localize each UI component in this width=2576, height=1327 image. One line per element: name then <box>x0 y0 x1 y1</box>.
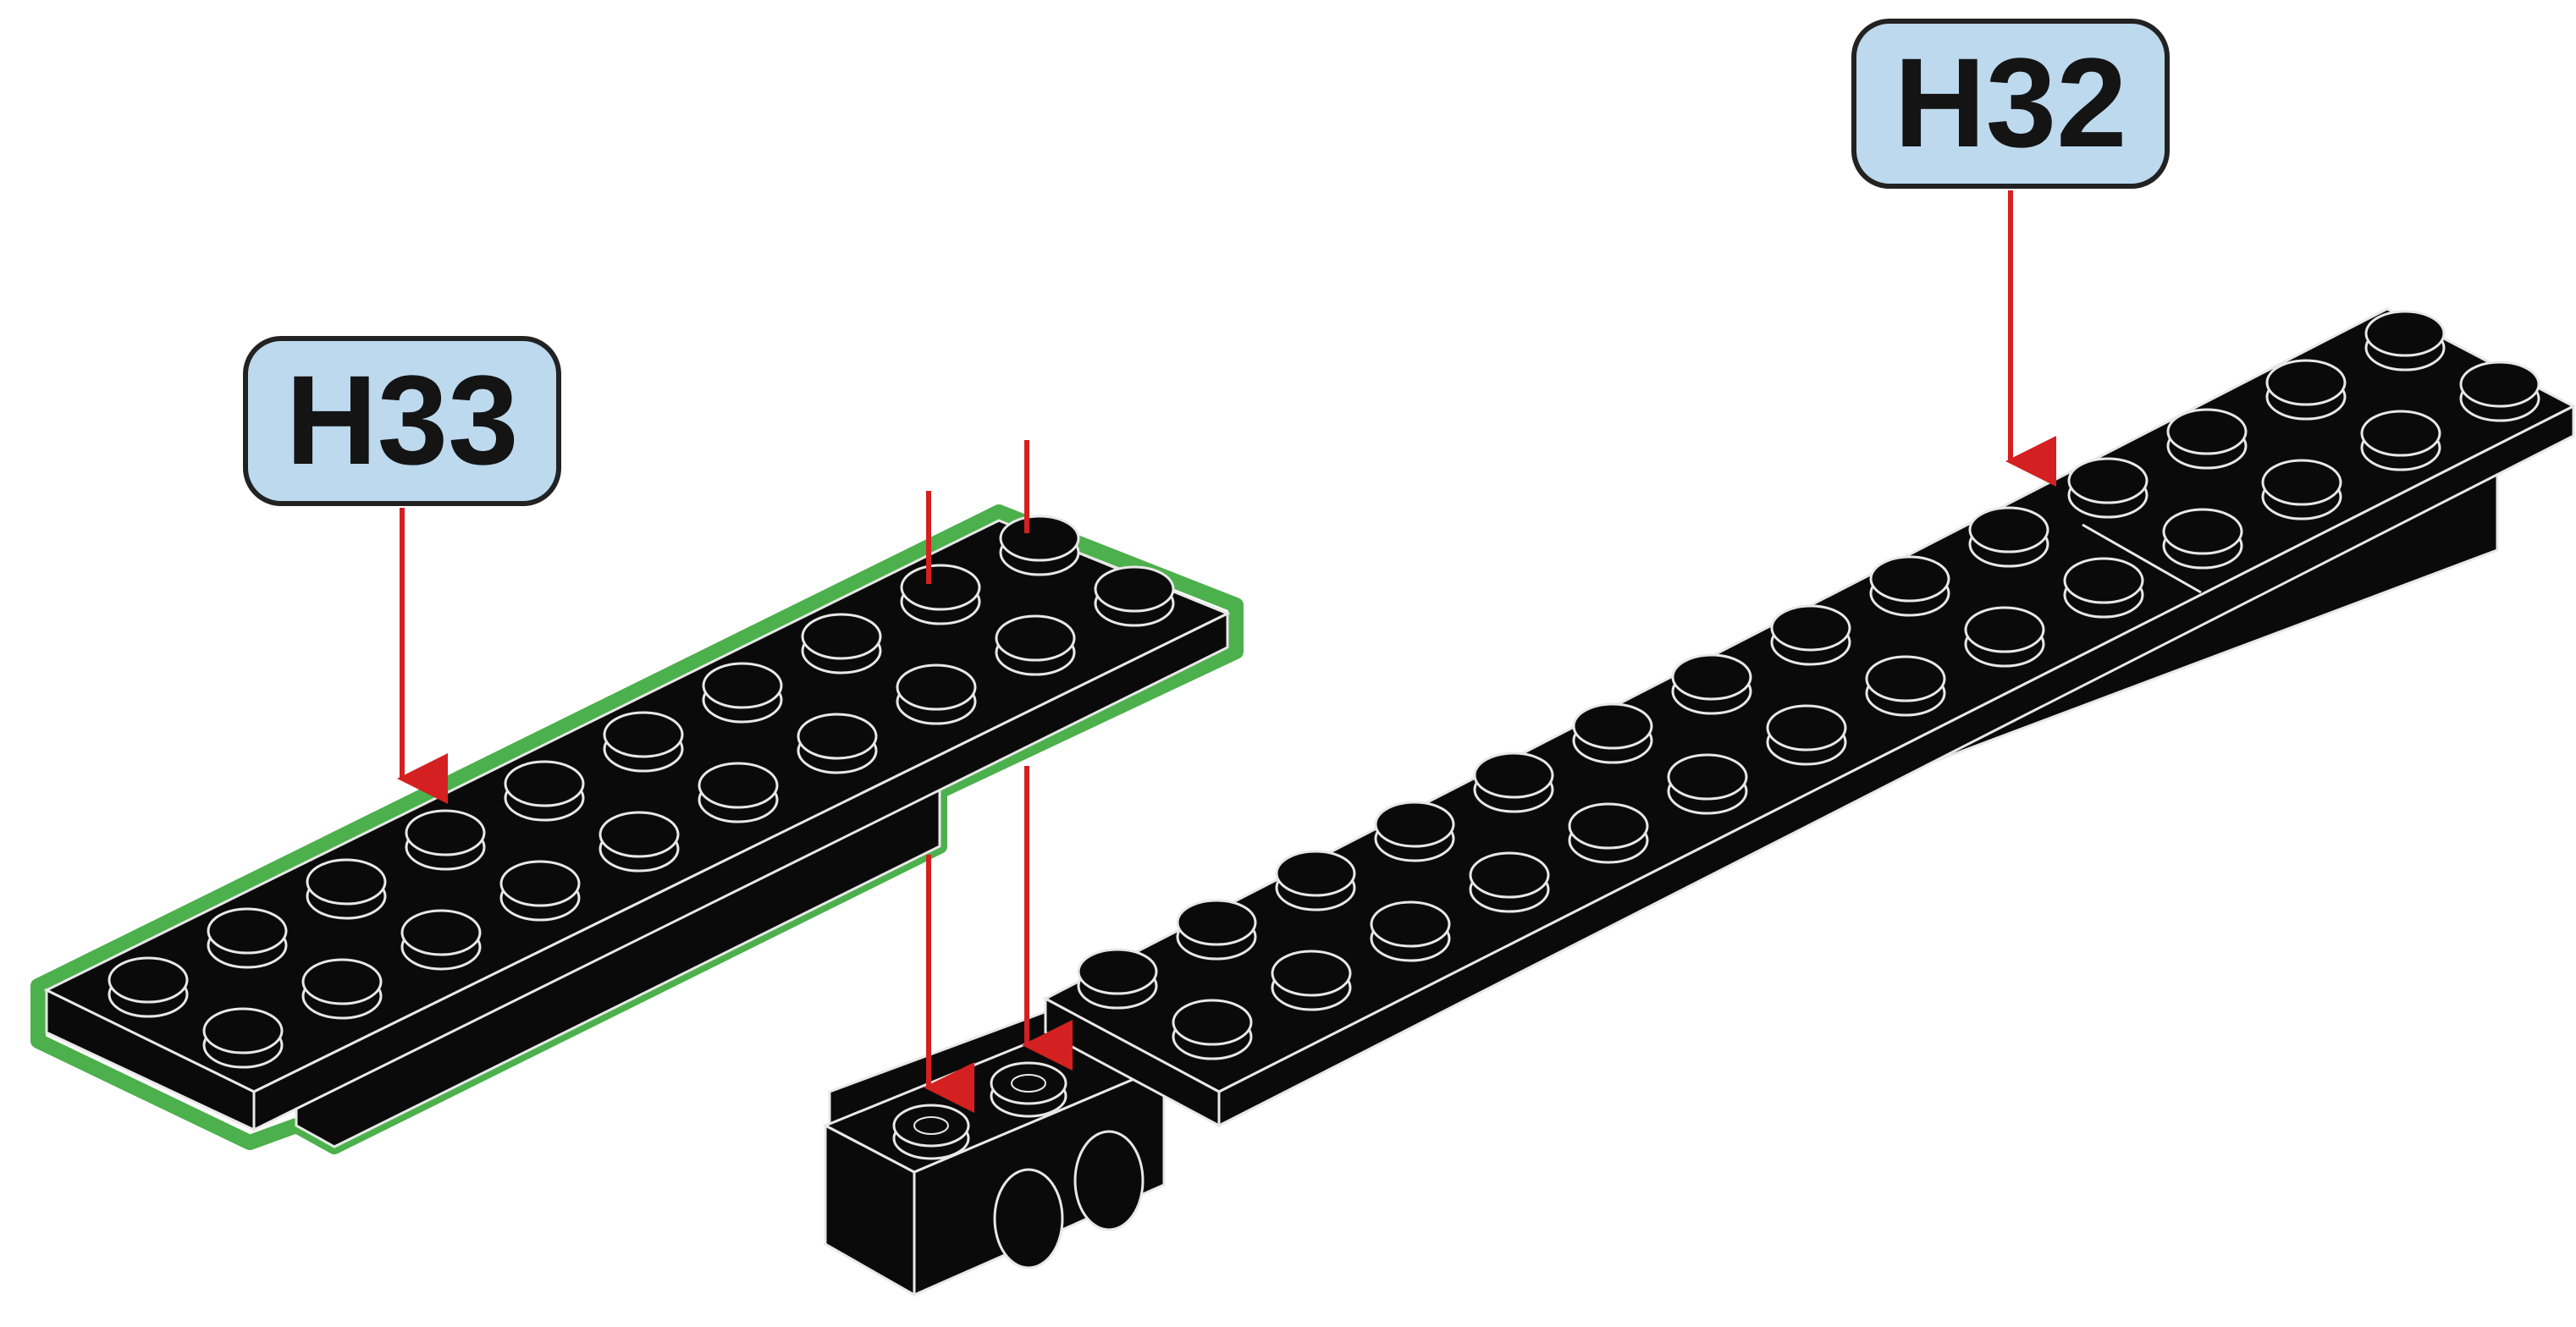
stud <box>501 862 579 920</box>
stud <box>1867 657 1944 715</box>
stud <box>2065 559 2143 617</box>
stud <box>1574 704 1652 763</box>
stud <box>1768 706 1845 764</box>
stud <box>894 1105 968 1159</box>
stud <box>307 860 385 918</box>
stud <box>2168 410 2246 468</box>
stud <box>991 1063 1066 1116</box>
stud <box>604 713 682 771</box>
stud <box>204 1009 282 1067</box>
stud <box>703 664 781 722</box>
stud <box>1173 1000 1251 1059</box>
stud <box>109 958 187 1016</box>
pin-hole <box>995 1170 1062 1268</box>
stud <box>600 812 678 871</box>
pin-hole <box>1075 1132 1143 1230</box>
stud <box>208 909 286 967</box>
stud <box>1277 851 1354 910</box>
stud <box>2461 362 2539 421</box>
stud <box>2164 509 2242 568</box>
label-h33-text: H33 <box>285 349 518 491</box>
stud <box>1095 567 1173 625</box>
stud <box>2366 311 2444 370</box>
stud <box>1772 606 1850 664</box>
stud <box>1669 755 1746 813</box>
stud <box>402 911 480 969</box>
stud <box>1470 853 1548 911</box>
stud <box>798 714 876 773</box>
label-h32-text: H32 <box>1894 31 2126 173</box>
stud <box>406 811 484 869</box>
stud <box>1371 902 1449 961</box>
plate-h32-side <box>1219 406 2573 1126</box>
stud <box>303 960 381 1018</box>
stud <box>1475 753 1553 812</box>
stud <box>1376 802 1453 861</box>
stud <box>897 665 975 724</box>
stud <box>1966 608 2044 666</box>
stud <box>1001 516 1078 575</box>
stud <box>803 614 880 673</box>
stud <box>1078 950 1156 1008</box>
label-h33: H33 <box>245 339 559 504</box>
stud <box>1272 951 1350 1010</box>
stud <box>1178 900 1255 959</box>
label-h32: H32 <box>1854 21 2167 186</box>
stud <box>699 763 777 822</box>
stud <box>902 565 979 624</box>
stud <box>505 762 583 820</box>
stud <box>2362 411 2440 470</box>
stud <box>996 616 1074 675</box>
right-assembly <box>825 309 2573 1295</box>
stud <box>2263 460 2341 519</box>
stud <box>1871 557 1949 615</box>
stud <box>1970 508 2048 566</box>
stud <box>1673 655 1751 713</box>
stud <box>2069 459 2147 517</box>
stud <box>2267 361 2345 419</box>
stud <box>1569 804 1647 862</box>
